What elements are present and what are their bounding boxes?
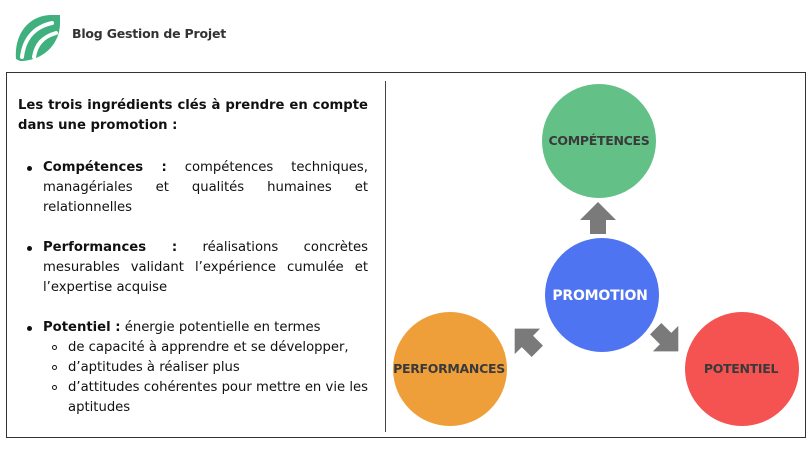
sub-item: de capacité à apprendre et se développer… xyxy=(43,338,368,358)
text-panel: Les trois ingrédients clés à prendre en … xyxy=(18,96,368,438)
performances-circle xyxy=(393,312,507,426)
competences-circle xyxy=(542,84,656,198)
bullet-performances: Performances : réalisations concrètes me… xyxy=(18,238,368,298)
arrow-up-icon xyxy=(580,202,616,234)
performances-label: PERFORMANCES xyxy=(393,361,505,376)
sub-item: d’aptitudes à réaliser plus xyxy=(43,358,368,378)
content-frame xyxy=(6,72,806,438)
bullet-term: Performances : xyxy=(43,240,178,255)
panel-divider xyxy=(385,81,386,432)
competences-label: COMPÉTENCES xyxy=(549,133,650,148)
arrow-down-left-icon xyxy=(514,328,543,357)
potentiel-label: POTENTIEL xyxy=(704,361,779,376)
brand-name[interactable]: Blog Gestion de Projet xyxy=(72,26,227,41)
intro-heading: Les trois ingrédients clés à prendre en … xyxy=(18,98,368,133)
promotion-circle xyxy=(545,238,659,352)
bullet-description: réalisations concrètes mesurables valida… xyxy=(43,240,368,295)
sub-item: d’attitudes cohérentes pour mettre en vi… xyxy=(43,378,368,418)
arrow-down-right-icon xyxy=(650,323,679,352)
header: Blog Gestion de Projet xyxy=(0,0,811,68)
bullet-description: énergie potentielle en termes xyxy=(124,320,321,335)
bullet-term: Compétences : xyxy=(43,160,167,175)
bullet-potentiel: Potentiel : énergie potentielle en terme… xyxy=(18,318,368,418)
potentiel-circle xyxy=(685,312,799,426)
potentiel-sublist: de capacité à apprendre et se développer… xyxy=(43,338,368,418)
bullet-term: Potentiel : xyxy=(43,320,121,335)
bullet-description: compétences techniques, managériales et … xyxy=(43,160,368,215)
promotion-diagram: COMPÉTENCES PROMOTION PERFORMANCES POTEN… xyxy=(393,84,799,426)
leaf-logo-icon xyxy=(15,15,60,61)
bullet-competences: Compétences : compétences techniques, ma… xyxy=(18,158,368,218)
promotion-label: PROMOTION xyxy=(552,288,647,304)
